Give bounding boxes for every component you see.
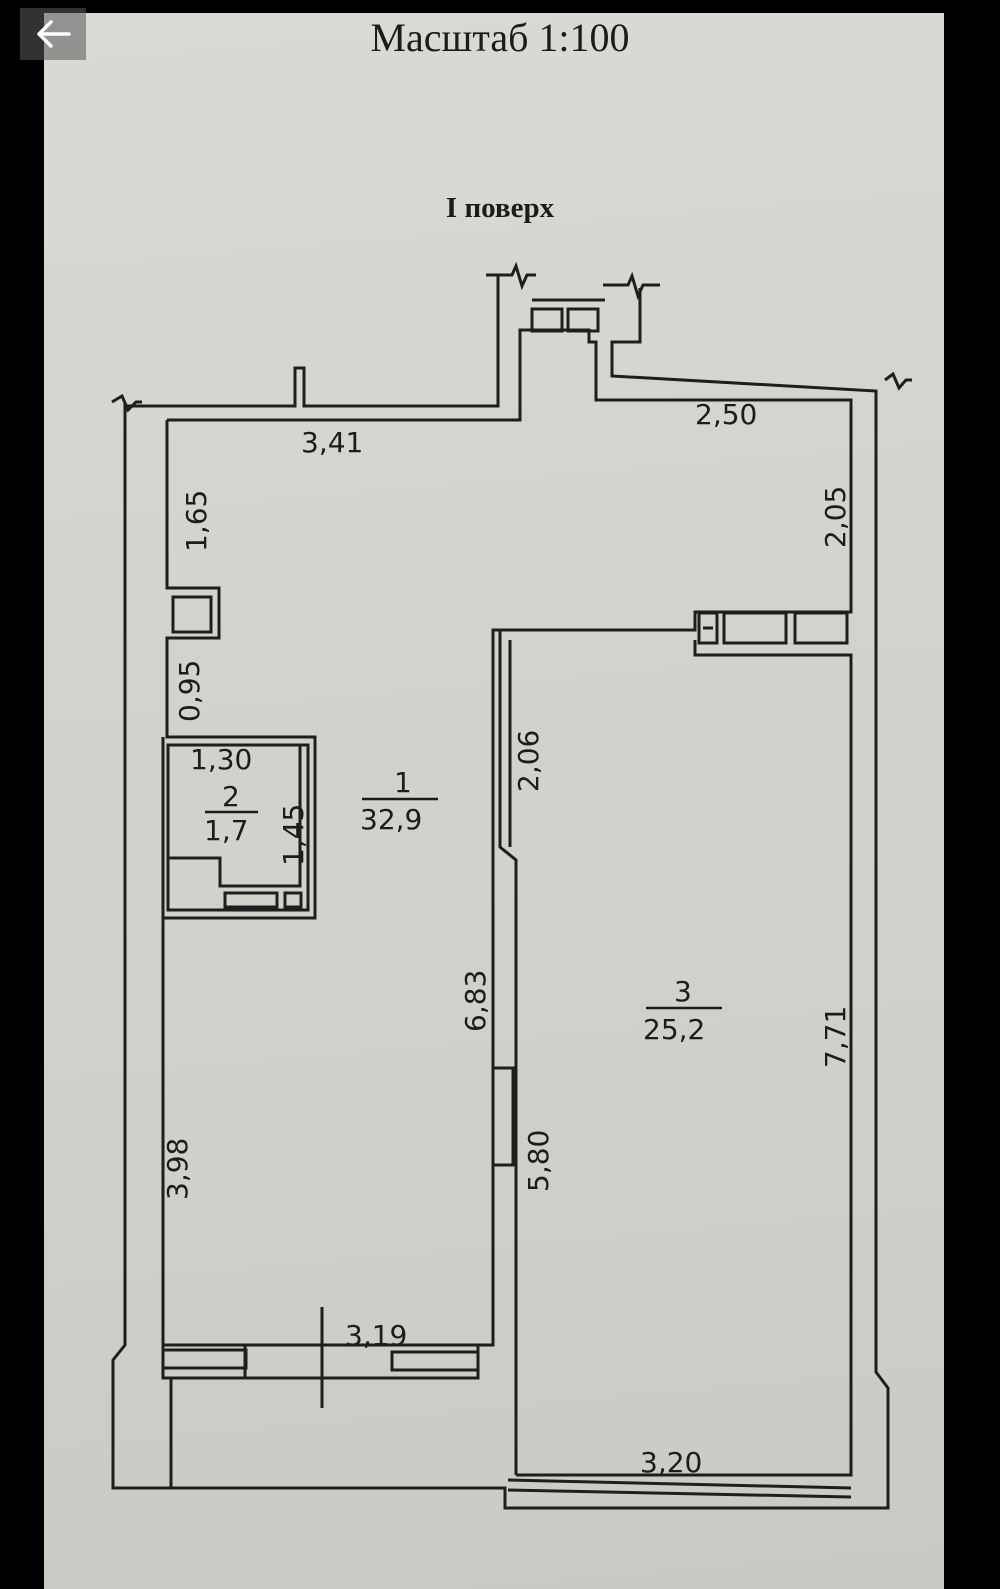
room-label-2: 2 1,7 — [204, 780, 258, 847]
dim-left-upper: 1,65 — [180, 490, 213, 552]
room-area: 1,7 — [204, 814, 249, 847]
dim-top-left: 3,41 — [301, 426, 363, 459]
room-area: 32,9 — [360, 803, 422, 836]
dim-partition-lower: 5,80 — [522, 1130, 555, 1192]
floor-title: І поверх — [445, 192, 555, 224]
inner-wall — [161, 328, 853, 1347]
dim-bath-width: 1,30 — [190, 743, 252, 776]
arrow-left-icon — [37, 20, 71, 48]
dim-bottom-right: 3,20 — [640, 1446, 702, 1479]
scale-title: Масштаб 1:100 — [370, 15, 630, 60]
back-button[interactable] — [20, 8, 86, 60]
dim-partition-upper: 2,06 — [512, 730, 545, 792]
room-area: 25,2 — [643, 1013, 705, 1046]
room-number: 3 — [674, 975, 692, 1008]
dim-right-height: 7,71 — [819, 1006, 852, 1068]
outer-wall — [111, 288, 890, 1510]
dim-room1-depth: 6,83 — [459, 970, 492, 1032]
dim-top-right: 2,50 — [695, 398, 757, 431]
dim-right-upper: 2,05 — [819, 486, 852, 548]
room-label-1: 1 32,9 — [360, 766, 438, 836]
dim-left-lower: 3,98 — [161, 1138, 194, 1200]
dim-bath-height: 1,45 — [277, 804, 310, 866]
room-number: 1 — [394, 766, 412, 799]
room-number: 2 — [222, 780, 240, 813]
dim-bottom-left: 3,19 — [345, 1319, 407, 1352]
dim-left-niche: 0,95 — [173, 660, 206, 722]
room-label-3: 3 25,2 — [643, 975, 722, 1046]
